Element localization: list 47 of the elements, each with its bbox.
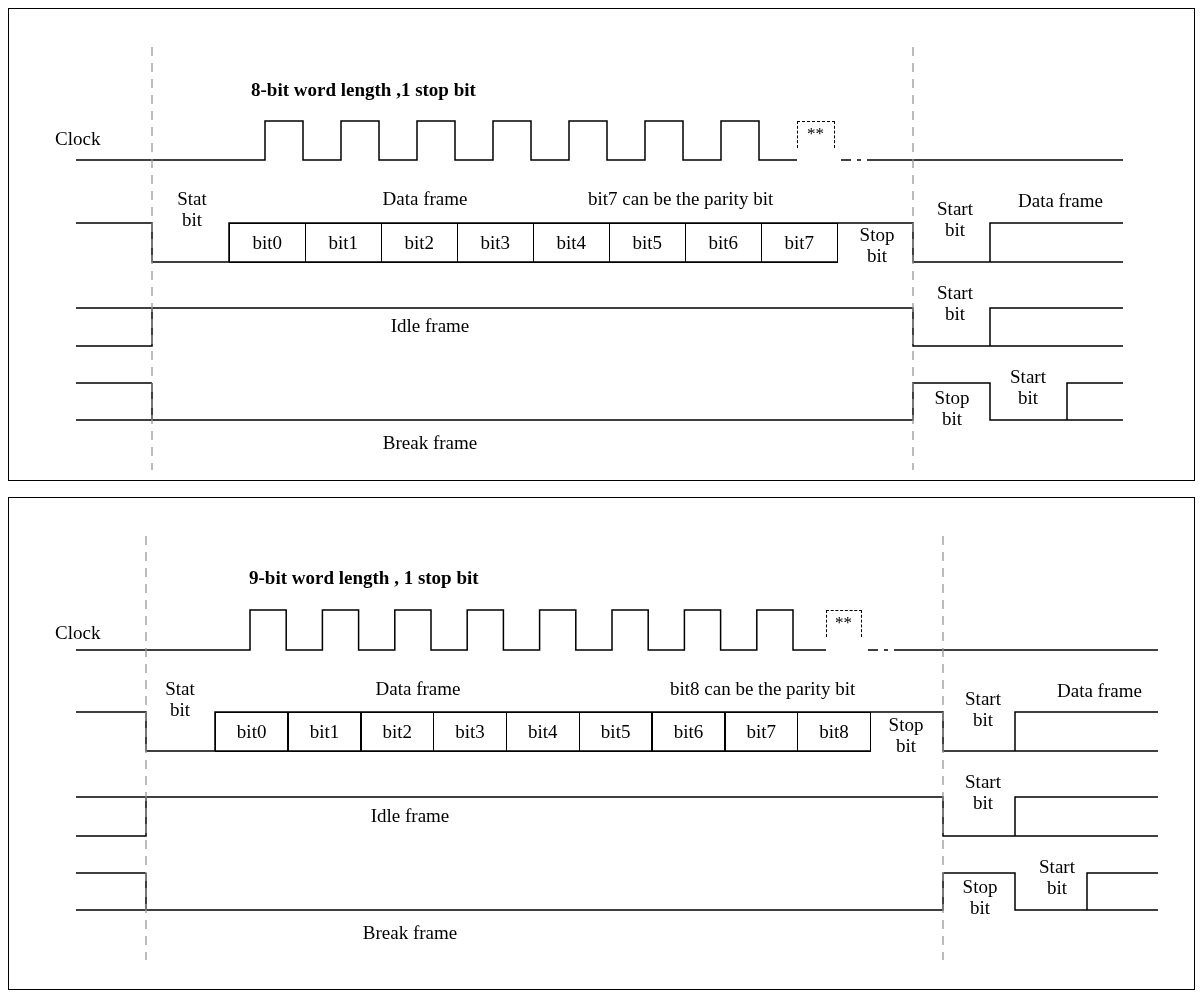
panel-heading: 8-bit word length ,1 stop bit [251, 79, 476, 101]
frame-label: Data frame [1057, 680, 1142, 701]
bit-label: Stop bit [961, 876, 999, 918]
frame-label: Data frame [375, 678, 461, 699]
note-label: bit8 can be the parity bit [670, 678, 856, 699]
bit-cell: bit5 [608, 222, 686, 263]
bit-label: Start bit [936, 282, 974, 324]
bit-cell: bit6 [684, 222, 762, 263]
bit-label: Stop bit [933, 387, 971, 429]
bit-label: Start bit [964, 771, 1002, 813]
frame-label: Idle frame [370, 805, 450, 826]
bit-label: Stop bit [858, 224, 896, 266]
signal-label: Clock [55, 622, 101, 643]
bit-cell: bit3 [432, 711, 508, 752]
dashed-box: ** [825, 609, 862, 637]
bit-cell: bit7 [760, 222, 838, 263]
bit-label: Start bit [1009, 366, 1047, 408]
bit-cell: bit2 [380, 222, 458, 263]
panel-heading: 9-bit word length , 1 stop bit [249, 567, 479, 589]
bit-label: Start bit [936, 198, 974, 240]
bit-cell: bit2 [360, 711, 435, 752]
signal-label: Clock [55, 128, 101, 149]
bit-cell: bit1 [304, 222, 382, 263]
frame-label: Break frame [382, 432, 478, 453]
dashed-box: ** [796, 120, 835, 148]
bit-cell: bit8 [796, 711, 872, 752]
timing-panel [8, 8, 1195, 481]
note-label: bit7 can be the parity bit [588, 188, 774, 209]
bit-cell: bit0 [214, 711, 289, 752]
bit-cell: bit3 [456, 222, 534, 263]
bit-label: Stat bit [176, 188, 208, 230]
bit-cell: bit1 [287, 711, 362, 752]
bit-label: Stop bit [887, 714, 925, 756]
frame-label: Data frame [1018, 190, 1103, 211]
bit-label: Start bit [964, 688, 1002, 730]
bit-cell: bit7 [724, 711, 799, 752]
timing-panel [8, 497, 1195, 990]
bit-cell: bit4 [532, 222, 610, 263]
bit-cell: bit0 [228, 222, 306, 263]
bit-cell: bit6 [651, 711, 726, 752]
frame-label: Idle frame [390, 315, 470, 336]
frame-label: Break frame [362, 922, 458, 943]
frame-label: Data frame [382, 188, 468, 209]
bit-cell: bit5 [578, 711, 653, 752]
bit-label: Stat bit [164, 678, 196, 720]
bit-cell: bit4 [505, 711, 580, 752]
bit-label: Start bit [1038, 856, 1076, 898]
